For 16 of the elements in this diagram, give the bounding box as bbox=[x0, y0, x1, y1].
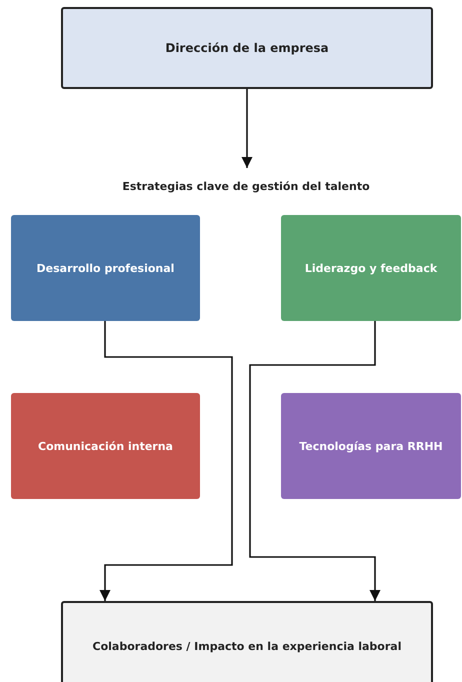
strategy-box bbox=[281, 215, 461, 321]
box-label: Liderazgo y feedback bbox=[304, 262, 438, 274]
strategy-box bbox=[11, 215, 200, 321]
arrow bbox=[249, 321, 381, 601]
arrow bbox=[241, 89, 253, 168]
box-label: Dirección de la empresa bbox=[165, 41, 329, 55]
box-label: Colaboradores / Impacto en la experiencia laboral bbox=[92, 640, 402, 652]
section-heading: Estrategias clave de gestión del talento bbox=[122, 180, 370, 192]
box-label: Desarrollo profesional bbox=[36, 262, 174, 274]
strategy-box bbox=[11, 393, 200, 499]
outcome-box bbox=[61, 601, 433, 682]
box-label: Tecnologías para RRHH bbox=[299, 440, 443, 452]
strategy-box bbox=[281, 393, 461, 499]
company-box bbox=[61, 7, 433, 89]
box-label: Comunicación interna bbox=[38, 440, 173, 452]
arrow bbox=[99, 321, 233, 601]
